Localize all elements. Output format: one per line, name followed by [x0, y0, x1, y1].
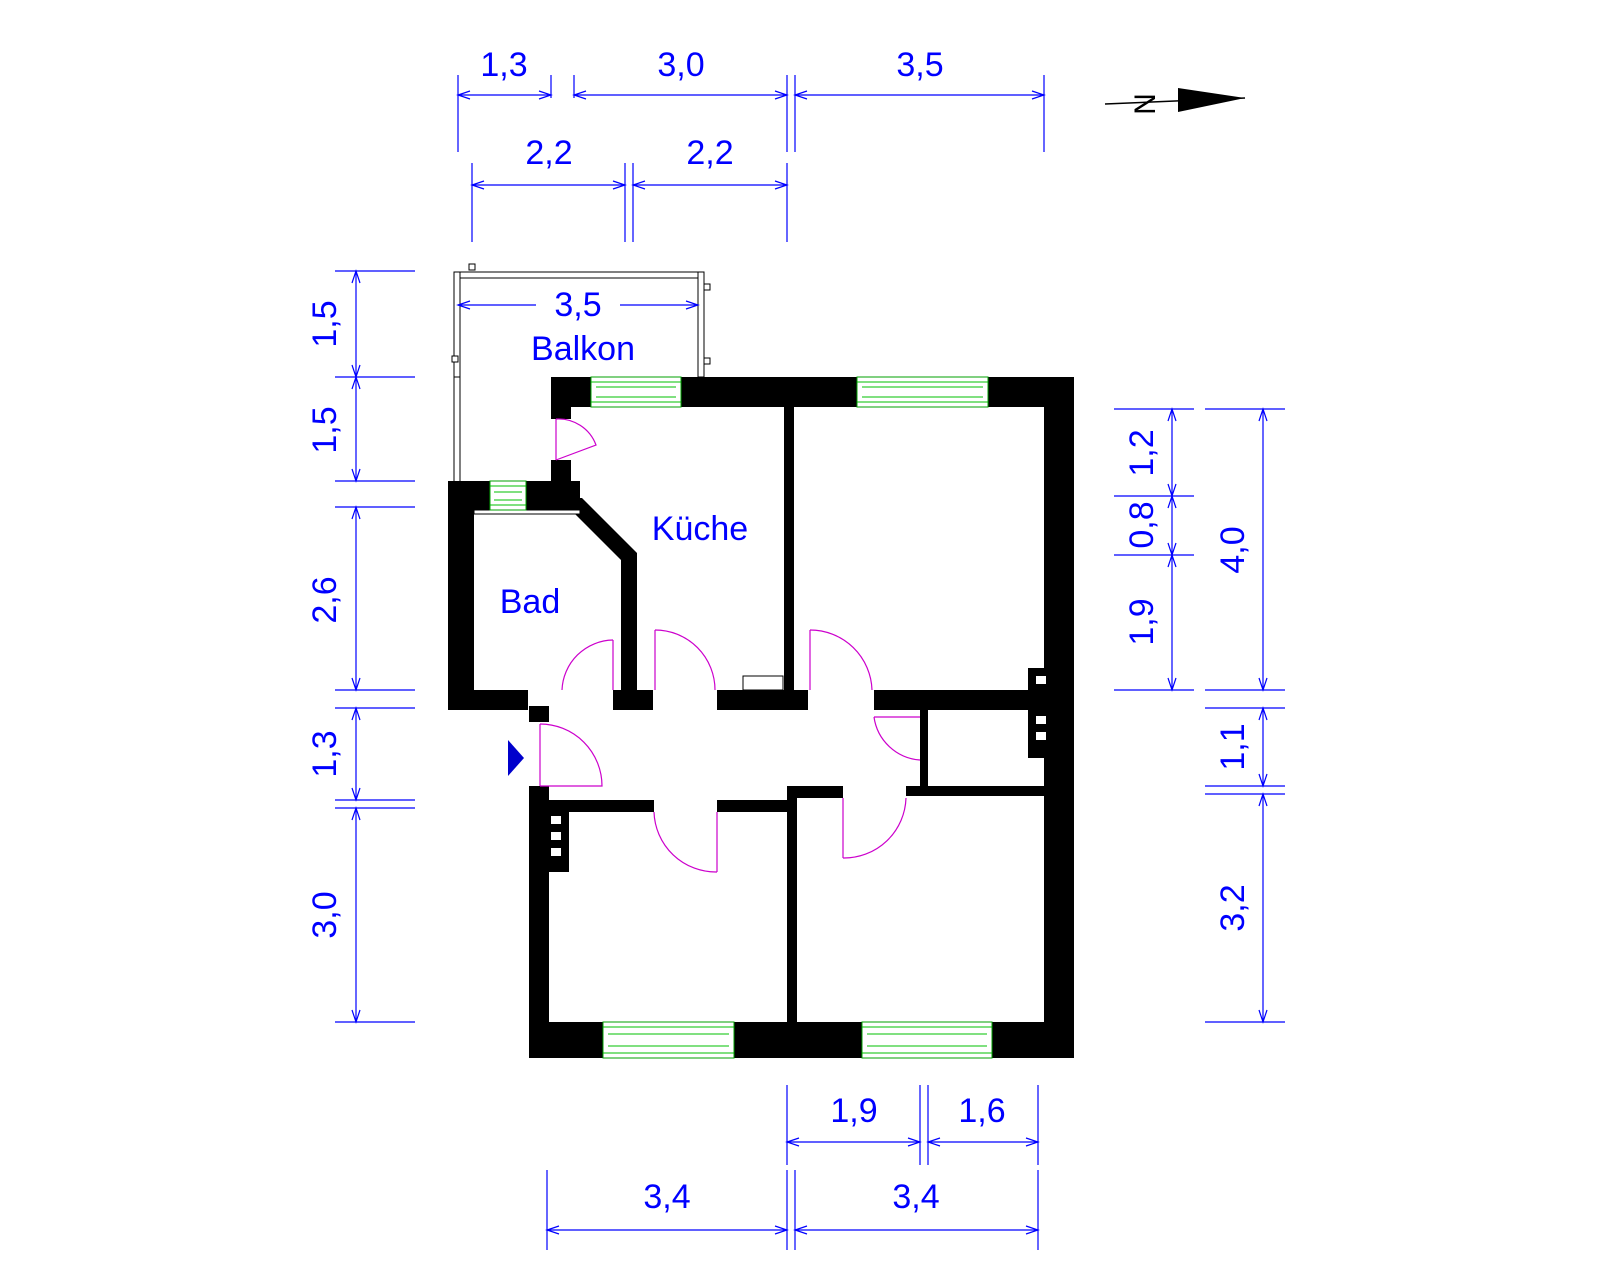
- door-bottom-left: [653, 811, 718, 873]
- dim-bottom-1-6: 1,6: [958, 1092, 1005, 1130]
- dimension-top-row2: [470, 163, 789, 242]
- room-label-kitchen: Küche: [652, 510, 748, 548]
- dim-top-3-0: 3,0: [657, 46, 704, 84]
- dim-top-1-3: 1,3: [480, 46, 527, 84]
- walls: [448, 377, 1074, 1058]
- dim-top-2-2-right: 2,2: [686, 134, 733, 172]
- dim-left-1-3: 1,3: [306, 730, 344, 777]
- chimney-flues: [551, 676, 1046, 856]
- dim-right-3-2: 3,2: [1214, 884, 1252, 931]
- dim-left-3-0: 3,0: [306, 891, 344, 938]
- doors: [539, 418, 921, 873]
- dim-right-1-9: 1,9: [1123, 598, 1161, 645]
- room-label-balcony: Balkon: [531, 330, 635, 368]
- dim-right-0-8: 0,8: [1123, 501, 1161, 548]
- dimension-bottom-row1: [785, 1085, 1040, 1165]
- dim-left-1-5-top: 1,5: [306, 300, 344, 347]
- dimension-top-row1: [456, 75, 1046, 152]
- dimension-right-outer: [1205, 407, 1285, 1024]
- balcony: [451, 263, 711, 481]
- dim-bottom-1-9: 1,9: [830, 1092, 877, 1130]
- door-room-right-top: [809, 629, 873, 691]
- window-bottom-right: [861, 1021, 993, 1059]
- window-room-top: [856, 376, 989, 408]
- entrance-arrow-icon: [508, 740, 524, 776]
- door-bath: [561, 639, 614, 691]
- door-bottom-right: [842, 797, 907, 859]
- svg-text:N: N: [1129, 93, 1162, 115]
- dim-left-2-6: 2,6: [306, 576, 344, 623]
- kitchen-counter: [742, 675, 784, 691]
- dim-right-1-1: 1,1: [1214, 723, 1252, 770]
- dim-bottom-3-4-left: 3,4: [643, 1178, 690, 1216]
- dim-right-4-0: 4,0: [1214, 526, 1252, 573]
- dim-right-1-2: 1,2: [1123, 429, 1161, 476]
- window-bath: [489, 480, 527, 511]
- dim-balcony-width: 3,5: [554, 286, 601, 324]
- dim-top-2-2-left: 2,2: [525, 134, 572, 172]
- dim-left-1-5-bottom: 1,5: [306, 406, 344, 453]
- north-arrow-icon: N: [1104, 88, 1246, 115]
- window-bottom-left: [602, 1021, 735, 1059]
- dimension-bottom-row2: [545, 1170, 1040, 1250]
- window-kitchen-top: [590, 376, 682, 408]
- door-entrance: [539, 723, 603, 787]
- bathtub-edge: [473, 509, 581, 515]
- room-label-bath: Bad: [500, 583, 561, 621]
- dimension-right-inner: [1114, 407, 1194, 692]
- door-balcony: [555, 418, 597, 461]
- dim-bottom-3-4-right: 3,4: [892, 1178, 939, 1216]
- windows: [489, 376, 993, 1059]
- dimension-left: [335, 269, 415, 1024]
- door-storage: [873, 716, 921, 761]
- door-kitchen: [654, 629, 716, 691]
- dim-top-3-5: 3,5: [896, 46, 943, 84]
